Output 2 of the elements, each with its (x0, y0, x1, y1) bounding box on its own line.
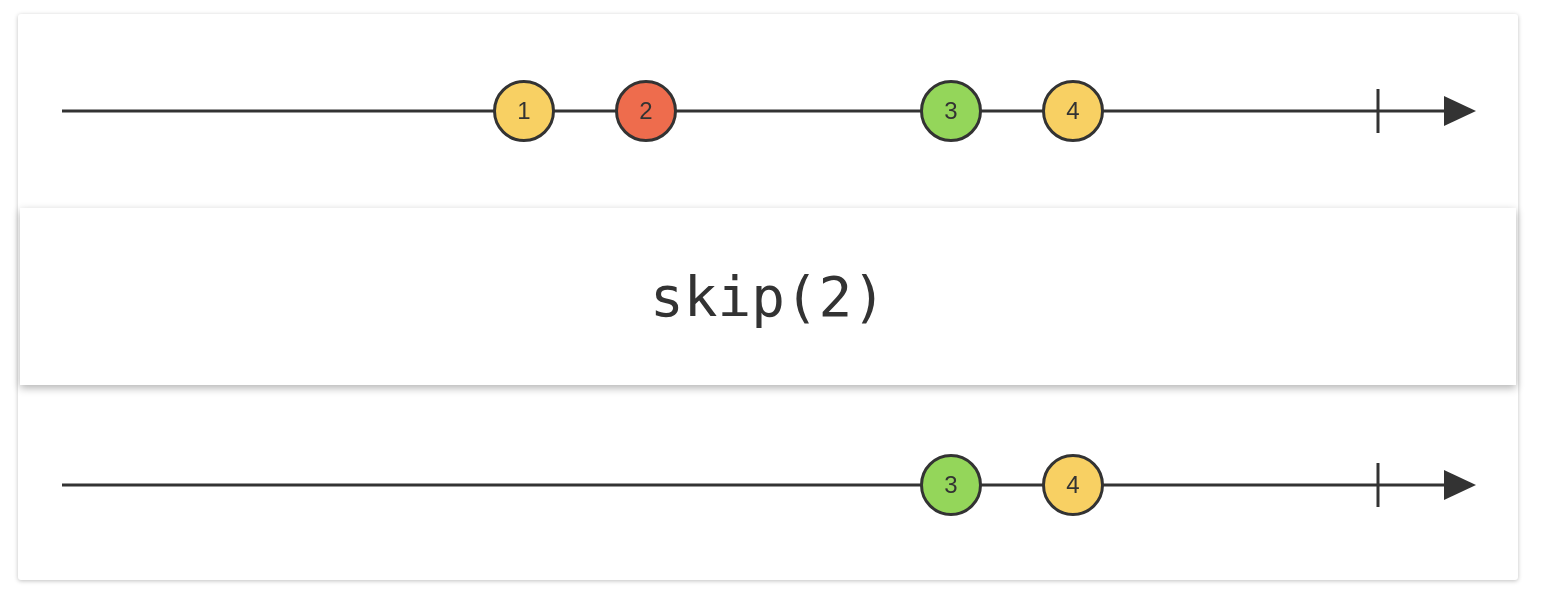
operator-box (20, 208, 1516, 385)
operator-label: skip(2) (650, 264, 886, 329)
